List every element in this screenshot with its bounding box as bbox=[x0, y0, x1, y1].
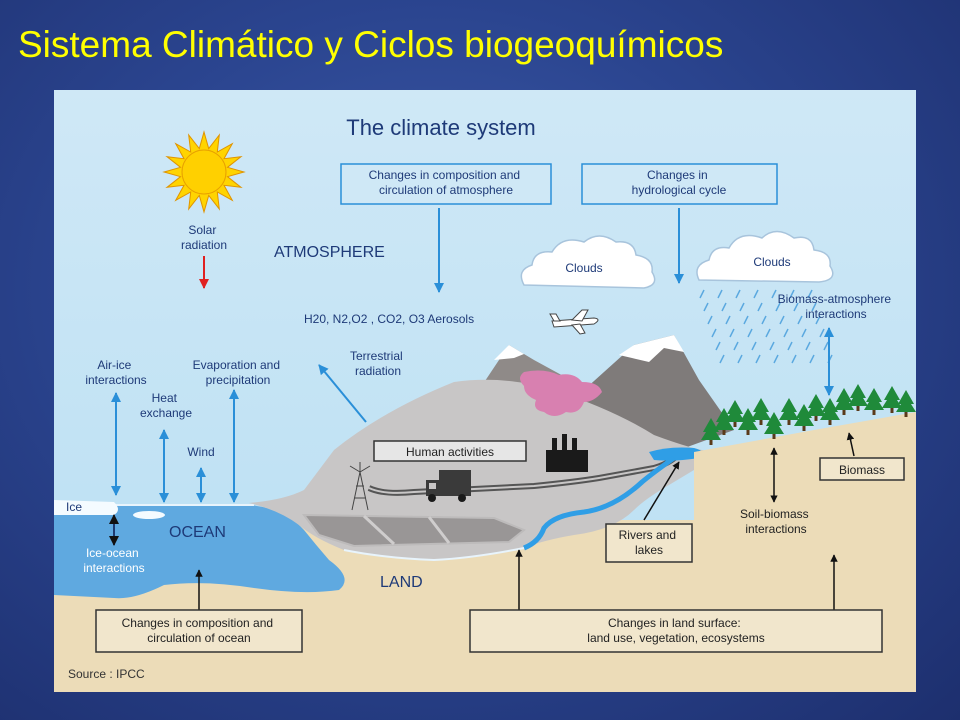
snowcap-right bbox=[619, 335, 684, 362]
ocean-label: OCEAN bbox=[169, 524, 226, 541]
tree-icon bbox=[725, 400, 745, 427]
ice-floe bbox=[133, 511, 165, 519]
land-slope-right bbox=[694, 412, 916, 530]
land-surface-box bbox=[469, 609, 883, 653]
airplane-icon bbox=[549, 309, 599, 335]
climate-system-diagram: The climate system Changes in compositio… bbox=[54, 90, 916, 692]
terrestrial-radiation-label: Terrestrial radiation bbox=[350, 349, 406, 378]
hydro-cycle-label: Changes in hydrological cycle bbox=[632, 168, 727, 197]
tree-icon bbox=[820, 398, 840, 425]
ice-ocean-label: Ice-ocean interactions bbox=[83, 546, 144, 575]
slide-title: Sistema Climático y Ciclos biogeoquímico… bbox=[18, 24, 724, 65]
wind-label: Wind bbox=[187, 445, 214, 459]
tree-icon bbox=[764, 412, 784, 439]
tree-icon bbox=[848, 384, 868, 411]
pollution-plume bbox=[520, 370, 602, 416]
gases-aerosols-label: H20, N2,O2 , CO2, O3 Aerosols bbox=[304, 312, 474, 326]
snowcap-left bbox=[494, 345, 524, 360]
hydro-cycle-box bbox=[581, 163, 778, 205]
tree-icon bbox=[806, 394, 826, 421]
factory-chimney-1 bbox=[552, 438, 557, 452]
diagram-title: The climate system bbox=[346, 115, 536, 140]
land-surface-label: Changes in land surface: land use, veget… bbox=[587, 616, 764, 645]
lake bbox=[649, 447, 703, 461]
biomass-arrow bbox=[846, 432, 855, 457]
tree-icon bbox=[779, 398, 799, 425]
factory-chimney-2 bbox=[562, 434, 567, 452]
rivers-lakes-label: Rivers and lakes bbox=[619, 528, 680, 557]
farm-fields bbox=[301, 513, 526, 548]
air-ice-label: Air-ice interactions bbox=[85, 358, 146, 387]
biomass-label: Biomass bbox=[839, 463, 885, 477]
solar-radiation-label: Solar radiation bbox=[181, 223, 227, 252]
clouds-label-right: Clouds bbox=[753, 255, 790, 269]
rivers-arrow bbox=[643, 461, 680, 521]
tree-icon bbox=[714, 408, 734, 435]
tree-icon bbox=[882, 386, 902, 413]
source-label: Source : IPCC bbox=[68, 667, 145, 681]
cloud-left bbox=[520, 235, 656, 289]
human-activities-label: Human activities bbox=[406, 445, 494, 459]
biomass-box bbox=[819, 457, 905, 481]
sea-ice bbox=[54, 500, 118, 515]
truck-icon bbox=[426, 470, 471, 502]
atm-composition-box bbox=[340, 163, 552, 205]
factory-building bbox=[546, 450, 588, 472]
tree-icon bbox=[751, 398, 771, 425]
river bbox=[522, 455, 676, 551]
tree-icon bbox=[794, 404, 814, 431]
land-label: LAND bbox=[380, 574, 423, 591]
heat-exchange-label: Heat exchange bbox=[140, 391, 192, 420]
tree-icon bbox=[896, 390, 916, 417]
forest bbox=[701, 384, 916, 445]
ocean-body bbox=[54, 505, 345, 599]
clouds-label-left: Clouds bbox=[565, 261, 602, 275]
biomass-atm-label: Biomass-atmosphere interactions bbox=[778, 292, 895, 321]
factory-chimney-3 bbox=[572, 438, 577, 452]
tree-icon bbox=[701, 418, 721, 445]
evap-precip-label: Evaporation and precipitation bbox=[193, 358, 284, 387]
sun-icon bbox=[162, 130, 246, 214]
soil-biomass-label: Soil-biomass interactions bbox=[740, 507, 812, 536]
atm-composition-label: Changes in composition and circulation o… bbox=[369, 168, 524, 197]
field-divider-1 bbox=[362, 514, 396, 546]
rivers-lakes-box bbox=[605, 523, 693, 563]
cloud-right bbox=[696, 230, 834, 283]
atmosphere-label: ATMOSPHERE bbox=[274, 244, 385, 261]
ice-label: Ice bbox=[66, 500, 82, 514]
human-activities-box bbox=[373, 440, 527, 462]
rain-streaks bbox=[699, 289, 833, 364]
ocean-composition-box bbox=[95, 609, 303, 653]
tree-icon bbox=[738, 408, 758, 435]
coastline-stripe bbox=[343, 547, 525, 562]
coastal-land bbox=[249, 379, 714, 560]
tree-icon bbox=[864, 388, 884, 415]
ocean-composition-label: Changes in composition and circulation o… bbox=[122, 616, 277, 645]
terrestrial-radiation-arrow bbox=[318, 364, 367, 423]
windmill-icon bbox=[349, 462, 371, 511]
field-divider-2 bbox=[427, 516, 451, 544]
